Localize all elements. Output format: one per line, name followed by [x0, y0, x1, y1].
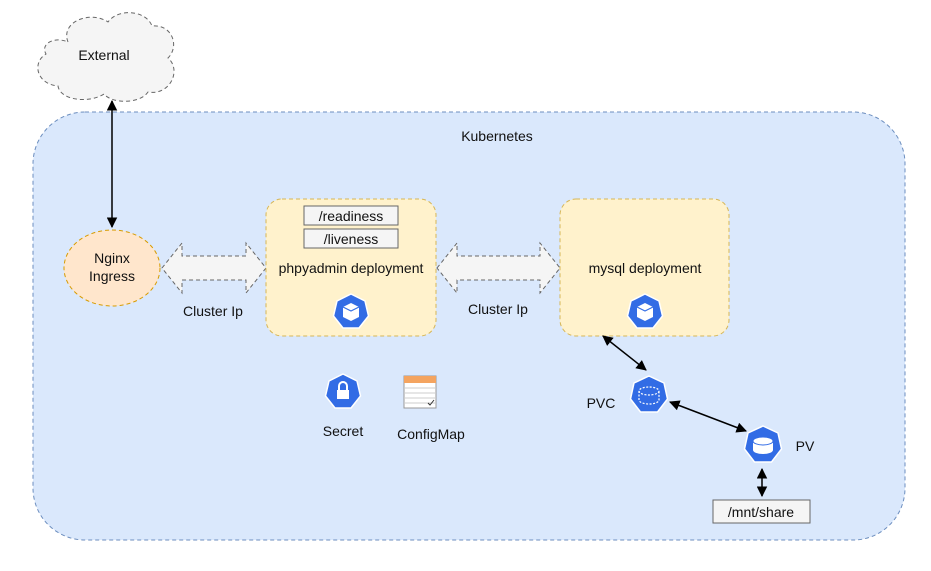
pv-label: PV	[796, 438, 815, 454]
external-cloud	[37, 12, 175, 102]
cluster-label: Kubernetes	[461, 128, 533, 144]
nginx-ingress-node	[63, 229, 161, 307]
cluster-ip-arrow-2	[436, 241, 561, 295]
mysql-pod-icon	[626, 293, 664, 329]
cluster-ip-label-1: Cluster Ip	[183, 303, 243, 319]
secret-icon	[324, 373, 362, 409]
pvc-pv-connector	[669, 400, 747, 433]
mount-path-box	[712, 499, 811, 524]
phpmyadmin-label: phpyadmin deployment	[279, 260, 424, 276]
mount-path-label: /mnt/share	[728, 504, 794, 520]
pvc-icon	[629, 375, 669, 413]
secret-label: Secret	[323, 423, 364, 439]
liveness-probe-box	[303, 228, 399, 249]
ingress-label-line1: Nginx	[94, 250, 130, 266]
kubernetes-cluster	[32, 111, 906, 541]
liveness-probe-label: /liveness	[324, 231, 378, 247]
readiness-probe-box	[303, 205, 399, 226]
pv-icon	[743, 425, 783, 463]
cluster-ip-label-2: Cluster Ip	[468, 301, 528, 317]
mysql-label: mysql deployment	[589, 260, 702, 276]
configmap-icon	[403, 375, 437, 409]
phpmyadmin-pod-icon	[332, 293, 370, 329]
ingress-label-line2: Ingress	[89, 268, 135, 284]
configmap-label: ConfigMap	[397, 426, 465, 442]
readiness-probe-label: /readiness	[319, 208, 384, 224]
pvc-label: PVC	[587, 395, 616, 411]
external-label: External	[78, 47, 129, 63]
mysql-pvc-connector	[602, 335, 647, 371]
